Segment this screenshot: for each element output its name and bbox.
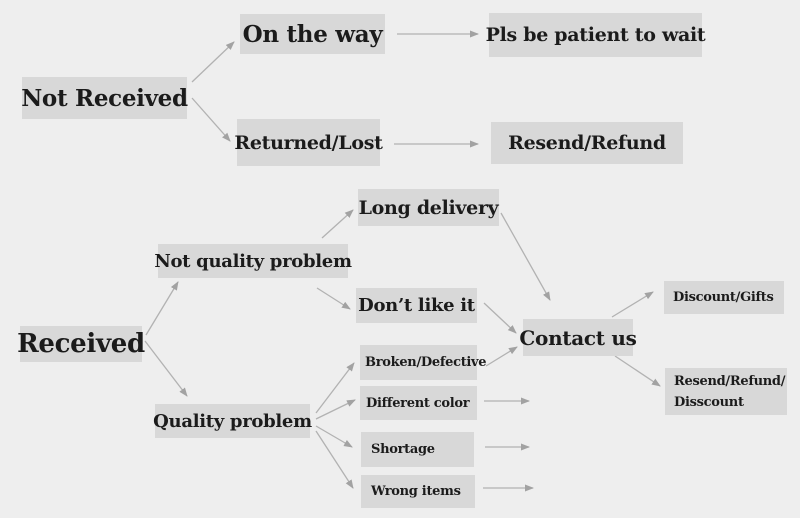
- node-wrong-items: Wrong items: [361, 475, 475, 508]
- node-discount-gifts: Discount/Gifts: [664, 281, 784, 314]
- node-broken-defective: Broken/Defective: [360, 345, 487, 380]
- arrow-quality-problem-to-wrong-items: [315, 430, 354, 489]
- node-resend-refund: Resend/Refund: [491, 122, 683, 164]
- node-resend-refund-disscount-line2: Disscount: [674, 394, 744, 410]
- node-dont-like-it: Don’t like it: [356, 288, 477, 323]
- arrow-not-received-to-returned-lost: [191, 97, 231, 142]
- node-resend-refund-disscount: Resend/Refund/ Disscount: [665, 368, 787, 415]
- node-on-the-way: On the way: [240, 14, 385, 54]
- node-quality-problem: Quality problem: [153, 404, 312, 438]
- node-different-color: Different color: [360, 386, 477, 420]
- arrow-quality-problem-to-broken-defective: [315, 362, 355, 414]
- node-pls-be-patient-to-wait: Pls be patient to wait: [486, 13, 706, 57]
- arrow-not-quality-problem-to-long-delivery: [321, 209, 354, 239]
- arrow-not-received-to-on-the-way: [191, 41, 235, 83]
- node-resend-refund-disscount-line1: Resend/Refund/: [674, 373, 786, 389]
- arrow-received-to-quality-problem: [144, 340, 188, 397]
- node-not-quality-problem: Not quality problem: [154, 244, 352, 278]
- arrow-quality-problem-to-shortage: [315, 425, 353, 448]
- arrow-broken-defective-to-contact-us: [485, 346, 518, 367]
- arrow-long-delivery-to-contact-us: [500, 212, 551, 301]
- node-received: Received: [17, 326, 145, 362]
- arrow-contact-us-to-resend-refund-disscount: [614, 355, 661, 387]
- arrow-quality-problem-to-different-color: [315, 399, 356, 420]
- node-not-received: Not Received: [21, 77, 188, 119]
- node-returned-lost: Returned/Lost: [234, 119, 383, 166]
- arrow-contact-us-to-discount-gifts: [611, 291, 654, 318]
- arrow-dont-like-it-to-contact-us: [483, 302, 517, 334]
- node-contact-us: Contact us: [519, 319, 637, 356]
- arrow-received-to-not-quality-problem: [145, 281, 179, 336]
- node-shortage: Shortage: [361, 432, 474, 467]
- arrow-not-quality-problem-to-dont-like-it: [316, 287, 351, 310]
- node-long-delivery: Long delivery: [358, 189, 499, 226]
